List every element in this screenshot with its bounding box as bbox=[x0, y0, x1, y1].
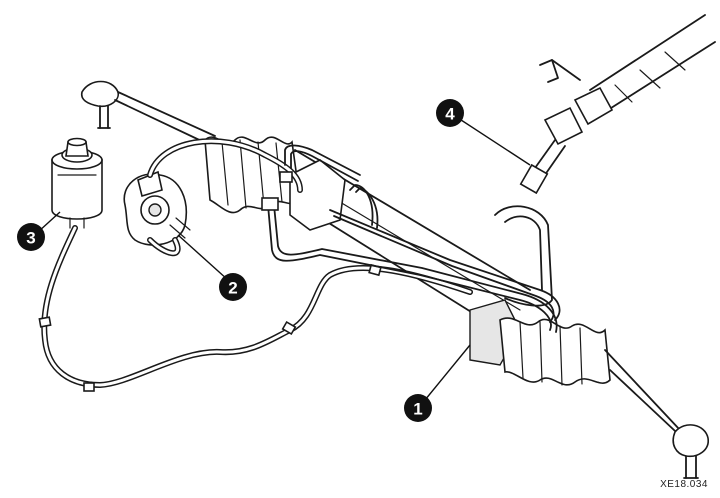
callout-3: 3 bbox=[17, 223, 45, 251]
callout-2-leader bbox=[177, 234, 229, 281]
callout-1-leader bbox=[424, 344, 471, 401]
callout-4-leader bbox=[457, 117, 531, 166]
figure-reference-code: XE18.034 bbox=[660, 479, 708, 490]
steering-column bbox=[519, 14, 716, 195]
pump-feed-hose bbox=[147, 237, 181, 257]
callout-1: 1 bbox=[404, 394, 432, 422]
hose-clamps bbox=[38, 263, 382, 392]
callout-4-label: 4 bbox=[445, 105, 455, 124]
return-hose bbox=[41, 225, 473, 388]
callout-1-label: 1 bbox=[413, 400, 422, 419]
rigid-pipes bbox=[261, 144, 561, 333]
steering-rack bbox=[80, 80, 709, 479]
pressure-hose bbox=[147, 138, 303, 193]
callout-3-label: 3 bbox=[26, 229, 35, 248]
fluid-reservoir bbox=[51, 137, 103, 229]
callout-2-label: 2 bbox=[228, 279, 237, 298]
power-steering-pump bbox=[123, 170, 191, 246]
callout-2: 2 bbox=[219, 273, 247, 301]
callout-4: 4 bbox=[436, 99, 464, 127]
